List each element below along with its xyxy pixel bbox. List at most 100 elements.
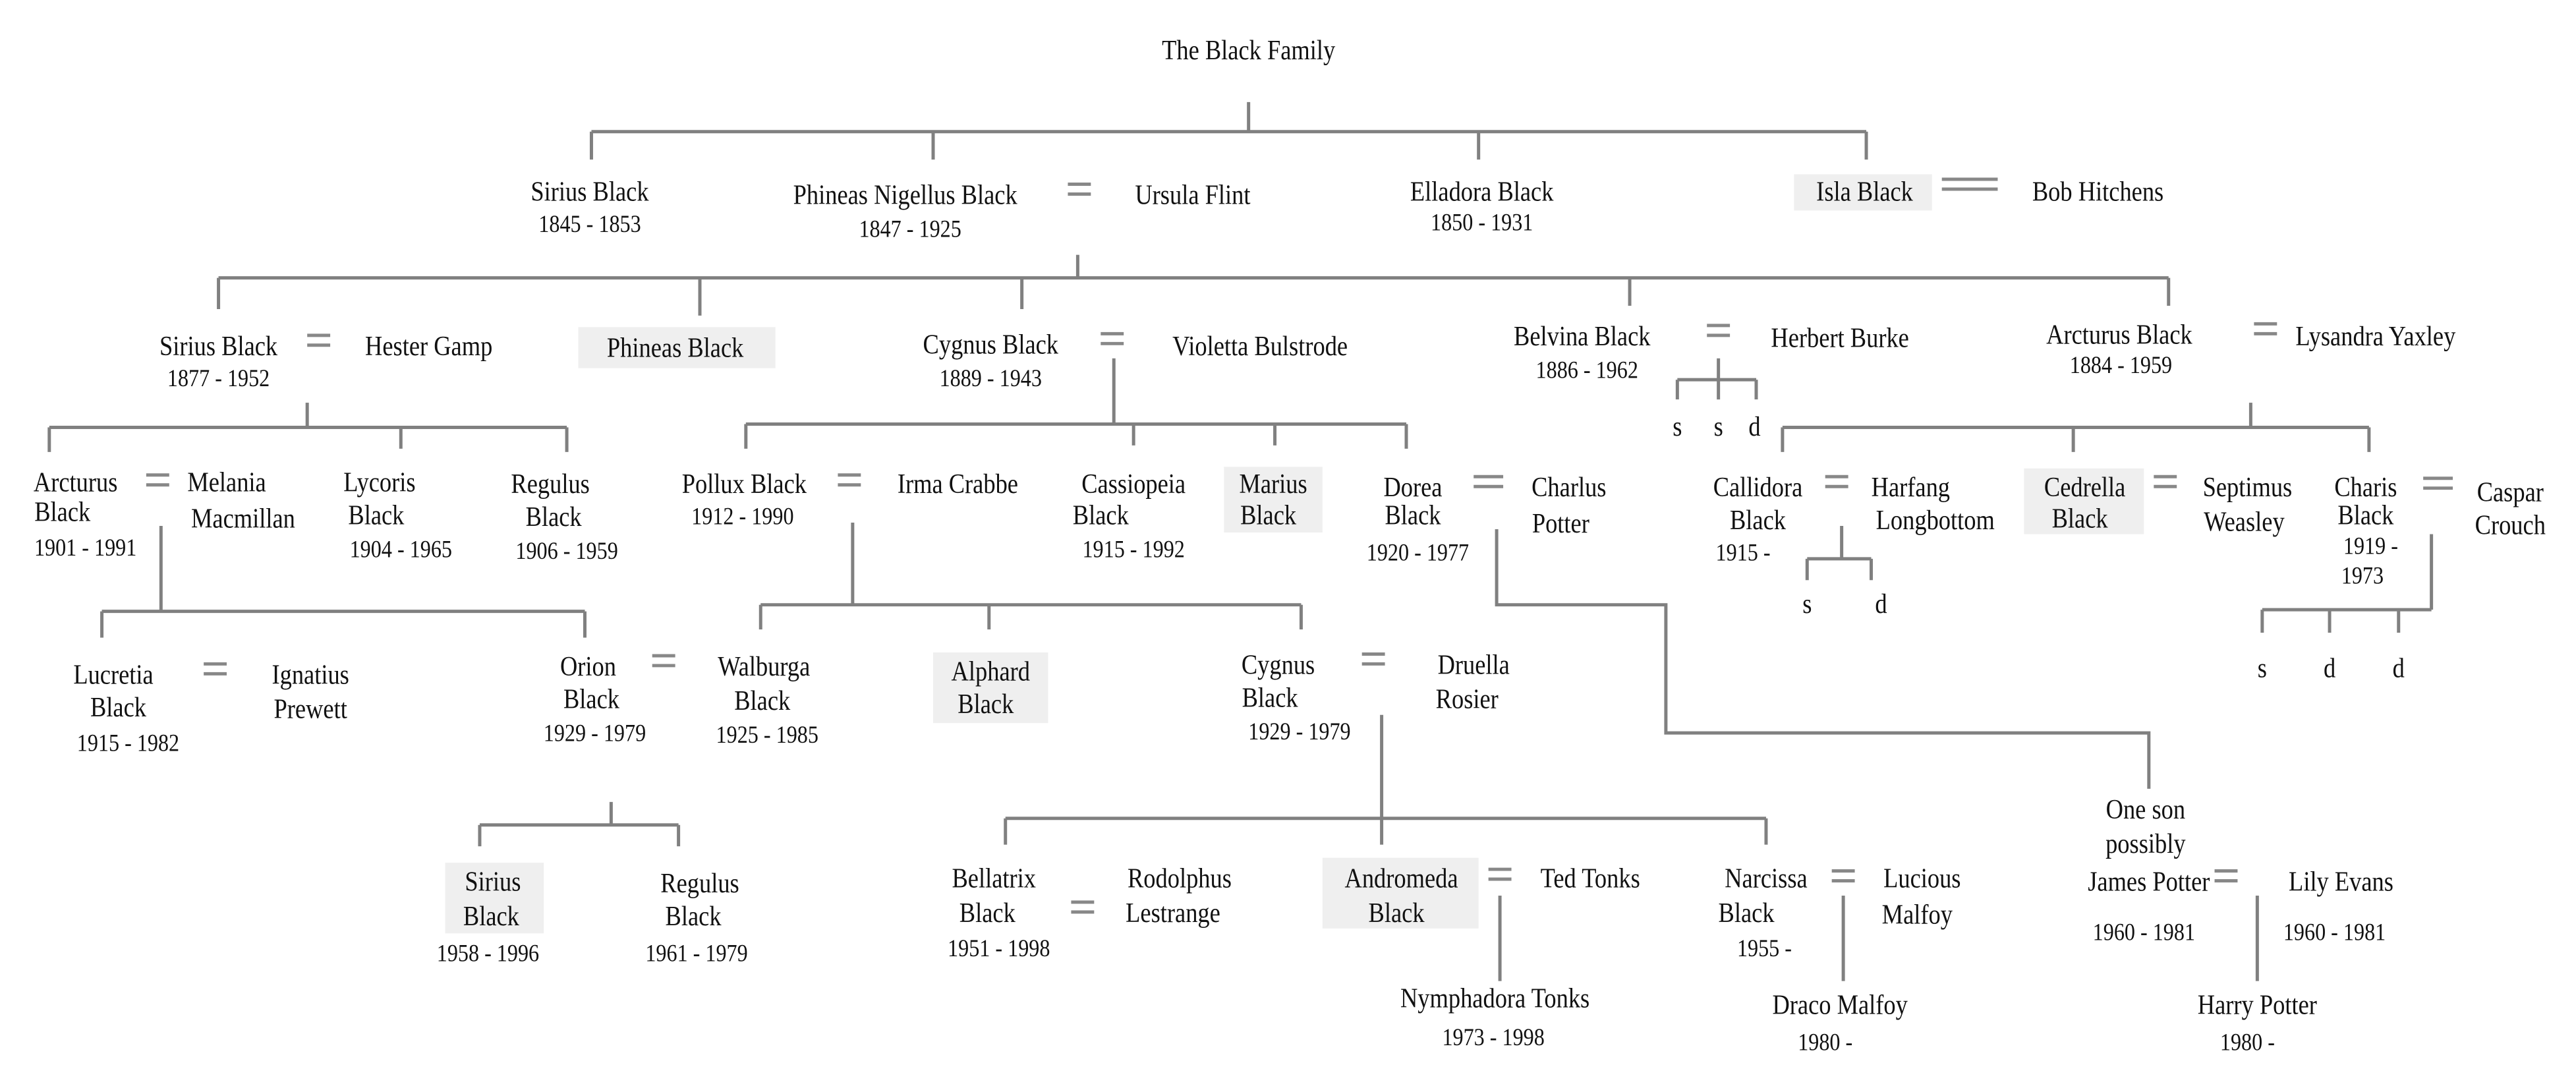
label-callidora-l1: Callidora (1713, 472, 1803, 503)
label-arcturus1901-l2: Black (34, 496, 90, 527)
label-irma: Irma Crabbe (898, 469, 1018, 500)
label-rodolphus-l2: Lestrange (1126, 897, 1220, 928)
label-narcissa-dates: 1955 - (1737, 935, 1792, 962)
marriage-symbol (1068, 182, 1091, 196)
label-harfang-l1: Harfang (1872, 472, 1950, 503)
label-charis-l2: Black (2337, 500, 2393, 531)
label-alphard-l2: Black (958, 689, 1014, 720)
highlight-box-isla (1794, 174, 1932, 211)
label-arcturus1884-name: Arcturus Black (2046, 319, 2192, 350)
label-regulus1961-l1: Regulus (660, 867, 739, 898)
marriage-symbol (1361, 652, 1385, 666)
label-regulus1906-l1: Regulus (511, 469, 589, 500)
marriage-symbol (652, 654, 675, 668)
label-cygnus1929-l2: Black (1242, 682, 1298, 713)
label-melania-l2: Macmillan (191, 503, 295, 534)
label-marius-l2: Black (1240, 500, 1296, 531)
label-lucious-l1: Lucious (1883, 863, 1961, 894)
label-callidora-l2: Black (1730, 504, 1786, 535)
label-melania-l1: Melania (187, 467, 266, 498)
label-charis-l1: Charis (2334, 472, 2397, 503)
label-sirius1845-dates: 1845 - 1853 (538, 210, 641, 238)
label-phineas-name: Phineas Black (607, 332, 744, 363)
marriage-symbol (1941, 177, 1998, 191)
label-phineasN-dates: 1847 - 1925 (859, 215, 961, 243)
label-belvina-dates: 1886 - 1962 (1536, 356, 1638, 384)
label-ted: Ted Tonks (1541, 863, 1640, 894)
label-lily-name: Lily Evans (2289, 866, 2393, 897)
label-sirius1958-dates: 1958 - 1996 (437, 939, 539, 967)
label-sirius1958-l1: Sirius (465, 866, 521, 897)
label-druella-l2: Rosier (1436, 683, 1499, 714)
label-lucretia-dates: 1915 - 1982 (77, 729, 179, 757)
highlight-box-phineas (578, 327, 776, 368)
marriage-symbol (307, 333, 331, 347)
highlight-box-andromeda (1322, 857, 1479, 929)
highlight-box-alphard (933, 652, 1048, 724)
marriage-symbol (1101, 331, 1124, 345)
label-harfang-l2: Longbottom (1876, 504, 1995, 535)
label-charlus-l1: Charlus (1531, 472, 1606, 503)
label-cassiopeia-l1: Cassiopeia (1081, 469, 1186, 500)
label-lily-dates: 1960 - 1981 (2283, 918, 2386, 946)
highlight-box-cedrella (2024, 468, 2144, 534)
label-druella-l1: Druella (1438, 649, 1510, 680)
label-orion-dates: 1929 - 1979 (544, 719, 646, 747)
label-bellatrix-l2: Black (959, 897, 1016, 928)
label-caspar-l2: Crouch (2475, 509, 2546, 540)
label-dorea-l1: Dorea (1383, 472, 1442, 503)
marriage-symbol (1474, 475, 1504, 488)
label-charis-dates1: 1919 - (2343, 532, 2398, 560)
label-lycoris-l1: Lycoris (343, 467, 415, 498)
label-dorea-l2: Black (1385, 500, 1441, 531)
label-lycoris-l2: Black (348, 500, 404, 531)
label-james-name: James Potter (2088, 866, 2210, 897)
label-belvina-c1: s (1673, 411, 1682, 442)
label-andromeda-l2: Black (1369, 897, 1425, 928)
label-ursula: Ursula Flint (1135, 179, 1250, 210)
label-ignatius-l2: Prewett (274, 693, 347, 724)
label-sirius1877-name: Sirius Black (159, 330, 277, 361)
label-callidora-c2: d (1875, 589, 1887, 619)
label-cedrella-l2: Black (2052, 503, 2108, 534)
label-regulus1961-l2: Black (666, 900, 722, 931)
marriage-symbol (204, 662, 227, 676)
label-draco-dates: 1980 - (1798, 1028, 1852, 1056)
label-harry-dates: 1980 - (2220, 1028, 2275, 1056)
label-cygnus1929-l1: Cygnus (1242, 649, 1315, 680)
marriage-symbol (1488, 867, 1512, 881)
label-sirius1845-name: Sirius Black (530, 176, 648, 207)
label-charis-dates2: 1973 (2341, 561, 2384, 589)
label-james-dates: 1960 - 1981 (2093, 918, 2195, 946)
label-bob: Bob Hitchens (2032, 176, 2163, 207)
label-callidora-dates: 1915 - (1716, 538, 1771, 566)
label-arcturus1901-dates: 1901 - 1991 (34, 534, 136, 561)
label-charis-c2: d (2324, 652, 2335, 683)
label-caspar-l1: Caspar (2477, 476, 2544, 507)
label-walburga-l2: Black (734, 685, 790, 716)
label-alphard-l1: Alphard (952, 656, 1031, 687)
label-charis-c1: s (2258, 652, 2267, 683)
label-cygnus1889-dates: 1889 - 1943 (940, 364, 1042, 392)
label-cygnus1889-name: Cygnus Black (923, 329, 1059, 360)
label-narcissa-l2: Black (1719, 897, 1775, 928)
label-orion-l1: Orion (560, 650, 616, 681)
label-sirius1958-l2: Black (463, 900, 519, 931)
highlight-box-sirius1958 (445, 863, 544, 934)
label-walburga-dates: 1925 - 1985 (716, 721, 818, 749)
label-marius-l1: Marius (1239, 469, 1307, 500)
marriage-symbol (1707, 324, 1731, 337)
label-sirius1877-dates: 1877 - 1952 (167, 364, 270, 392)
label-cedrella-l1: Cedrella (2044, 472, 2125, 503)
label-walburga-l1: Walburga (718, 650, 810, 681)
marriage-symbol (146, 473, 169, 487)
label-hester: Hester Gamp (365, 330, 492, 361)
label-phineasN-name: Phineas Nigellus Black (793, 179, 1017, 210)
label-andromeda-l1: Andromeda (1345, 863, 1458, 894)
label-cygnus1929-dates: 1929 - 1979 (1248, 718, 1350, 745)
label-orion-l2: Black (563, 683, 619, 714)
label-violetta: Violetta Bulstrode (1172, 330, 1348, 361)
label-rodolphus-l1: Rodolphus (1128, 863, 1232, 894)
label-pollux-name: Pollux Black (682, 469, 807, 500)
label-regulus1961-dates: 1961 - 1979 (645, 939, 747, 967)
